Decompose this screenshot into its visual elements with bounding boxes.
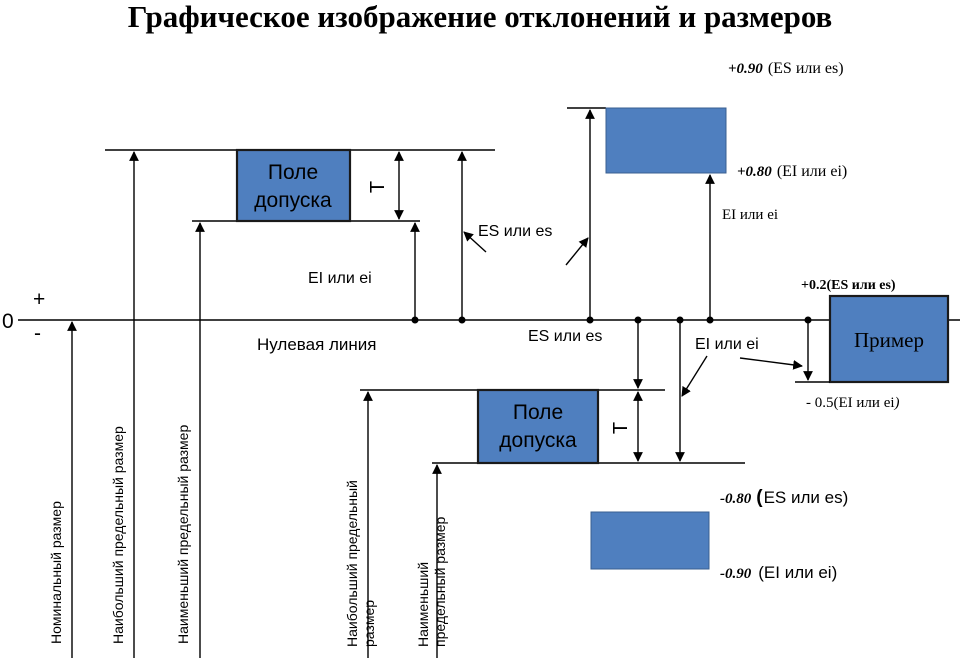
lower-example-es-value: -0.80(ES или es): [720, 487, 848, 508]
tolerance-field-box: [235, 148, 352, 223]
zero-line-label: Нулевая линия: [257, 335, 377, 354]
primer-box: [828, 294, 950, 384]
lower-largest-limit-label-line1: Наибольший предельный: [344, 480, 360, 647]
nominal-size-label: Номинальный размер: [48, 501, 64, 644]
tolerance-field-label-line2: допуска: [254, 189, 332, 212]
smallest-limit-label: Наименьший предельный размер: [175, 425, 191, 644]
lower-es-label: ES или es: [528, 328, 602, 345]
lower-smallest-limit-label-line2: предельный размер: [432, 516, 448, 647]
lower-tolerance-field-label-line2: допуска: [499, 429, 577, 452]
lower-tolerance-field-box: [476, 388, 600, 465]
upper-example-es-value: +0.90(ES или es): [728, 60, 844, 77]
page-title: Графическое изображение отклонений и раз…: [128, 0, 833, 34]
upper-example-es-leader: [565, 237, 589, 266]
zero-label: 0: [2, 310, 14, 333]
es-leader: [463, 231, 487, 253]
upper-example-ei-value: +0.80(EI или ei): [737, 163, 847, 180]
zero-point: [804, 316, 812, 324]
zero-point: [676, 316, 684, 324]
primer-leader: [739, 357, 803, 370]
minus-sign: -: [34, 322, 41, 345]
lower-largest-limit-label-line2: размер: [361, 600, 377, 647]
lower-example-box: [590, 511, 710, 570]
largest-limit-label: Наибольший предельный размер: [110, 426, 126, 644]
lower-example-ei-value: -0.90(EI или ei): [720, 563, 837, 582]
zero-point: [706, 316, 714, 324]
tolerance-field-label-line1: Поле: [268, 161, 318, 184]
zero-point: [411, 316, 419, 324]
lower-tolerance-field-label-line1: Поле: [513, 401, 563, 424]
ei-label: EI или ei: [308, 270, 372, 287]
upper-example-ei-label: EI или ei: [722, 207, 778, 223]
lower-tolerance-symbol: T: [610, 422, 632, 434]
primer-ei-value: - 0.5(EI или ei): [806, 395, 900, 411]
lower-ei-label: EI или ei: [695, 336, 759, 353]
es-label: ES или es: [478, 223, 552, 240]
upper-example-box: [605, 107, 727, 174]
lower-ei-leader: [681, 355, 708, 397]
primer-label: Пример: [854, 328, 924, 352]
primer-es-value: +0.2(ES или es): [801, 278, 896, 293]
lower-smallest-limit-label-line1: Наименьший: [415, 562, 431, 647]
plus-sign: +: [33, 288, 45, 311]
zero-point: [634, 316, 642, 324]
tolerance-symbol: T: [367, 181, 389, 193]
zero-point: [586, 316, 594, 324]
zero-point: [458, 316, 466, 324]
